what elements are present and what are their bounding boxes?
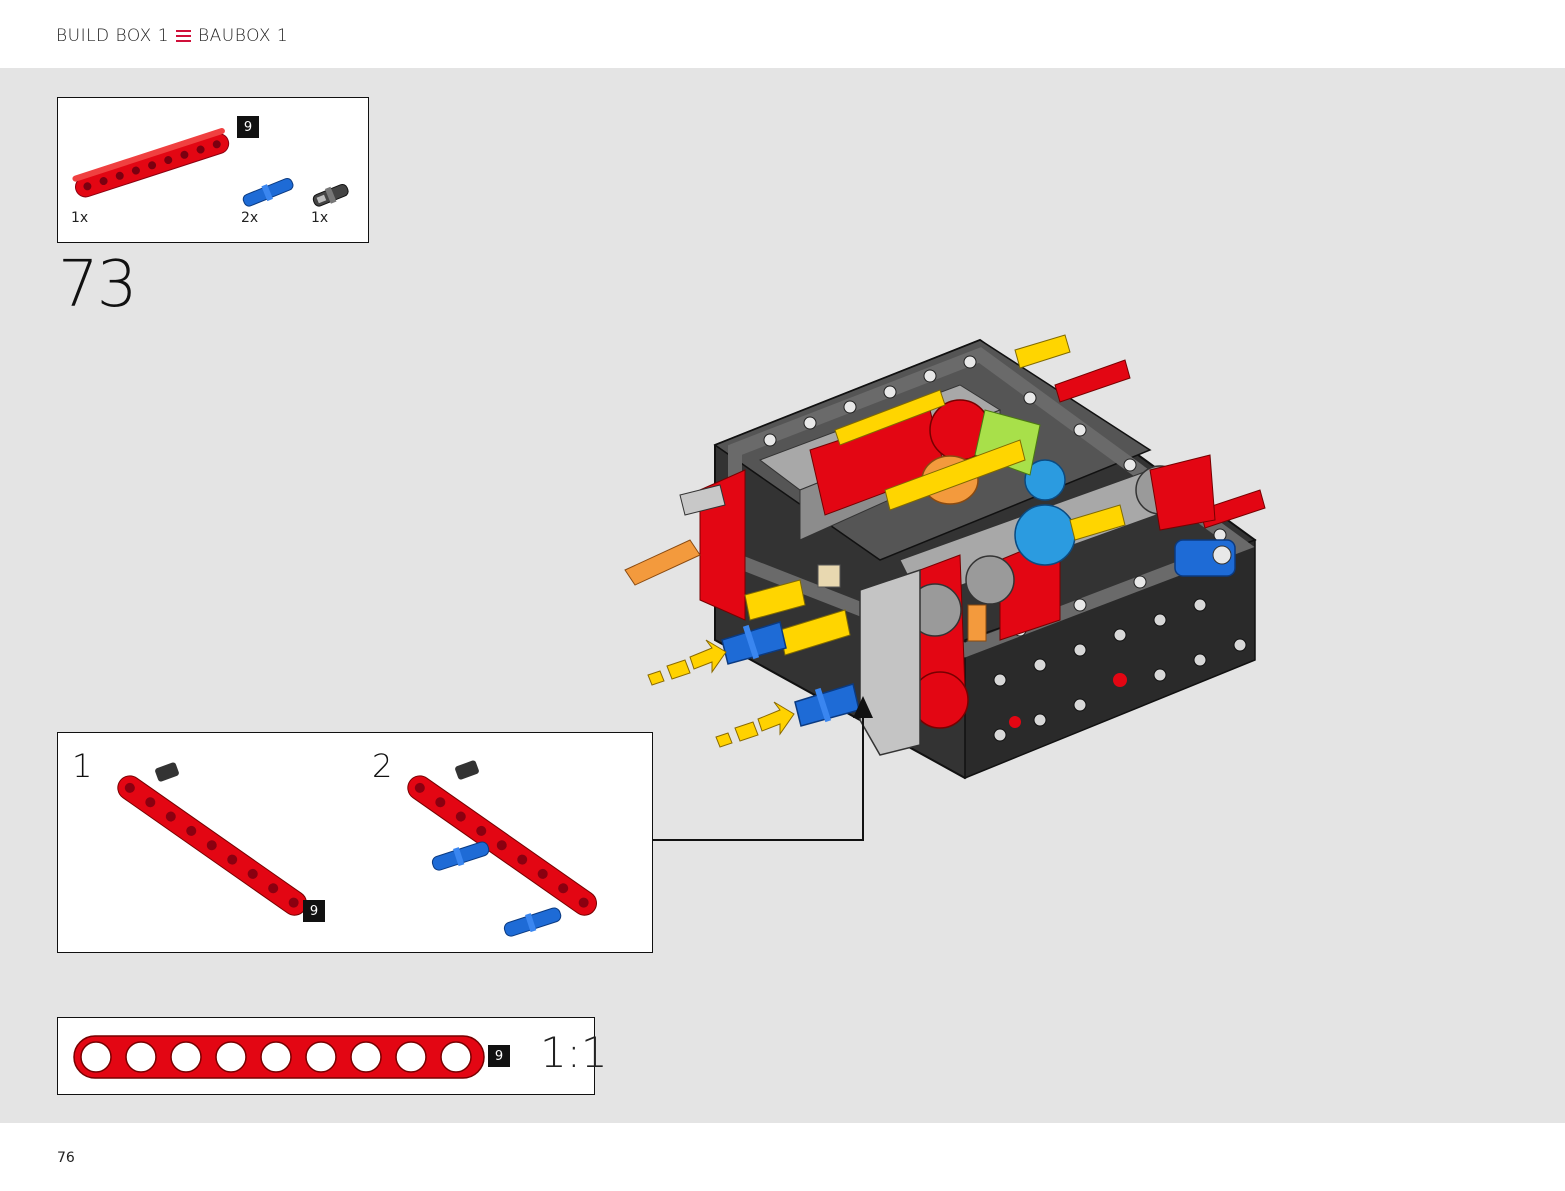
parts-list-box: 9 1x 2x 1x bbox=[57, 97, 369, 243]
substep-number: 1 bbox=[72, 747, 93, 785]
header-box-title: BUILD BOX 1 BAUBOX 1 bbox=[56, 26, 288, 46]
substep-callout-box: 1 2 9 bbox=[57, 732, 653, 953]
blue-pin-shape bbox=[242, 177, 294, 207]
part-quantity: 2x bbox=[241, 210, 259, 226]
page-header: BUILD BOX 1 BAUBOX 1 bbox=[0, 0, 1565, 68]
scale-guide-box: 9 1:1 bbox=[57, 1017, 608, 1095]
black-pin-shape bbox=[312, 183, 349, 207]
substep-1-illustration bbox=[117, 760, 597, 937]
length-badge: 9 bbox=[488, 1045, 510, 1067]
length-badge: 9 bbox=[237, 116, 259, 138]
page-number: 76 bbox=[57, 1150, 75, 1166]
header-box-de: BAUBOX 1 bbox=[198, 26, 289, 46]
blue-pin-insert-1 bbox=[721, 621, 787, 665]
step-number: 73 bbox=[58, 248, 137, 322]
red-beam-1to1-drawing bbox=[73, 1035, 485, 1079]
header-box-en: BUILD BOX 1 bbox=[56, 26, 170, 46]
part-quantity: 1x bbox=[71, 210, 89, 226]
red-beam-9-part bbox=[72, 128, 349, 207]
part-quantity: 1x bbox=[311, 210, 329, 226]
scale-label: 1:1 bbox=[540, 1028, 608, 1077]
menu-lines-icon bbox=[176, 30, 192, 42]
substep-number: 2 bbox=[372, 747, 393, 785]
length-badge: 9 bbox=[303, 900, 325, 922]
